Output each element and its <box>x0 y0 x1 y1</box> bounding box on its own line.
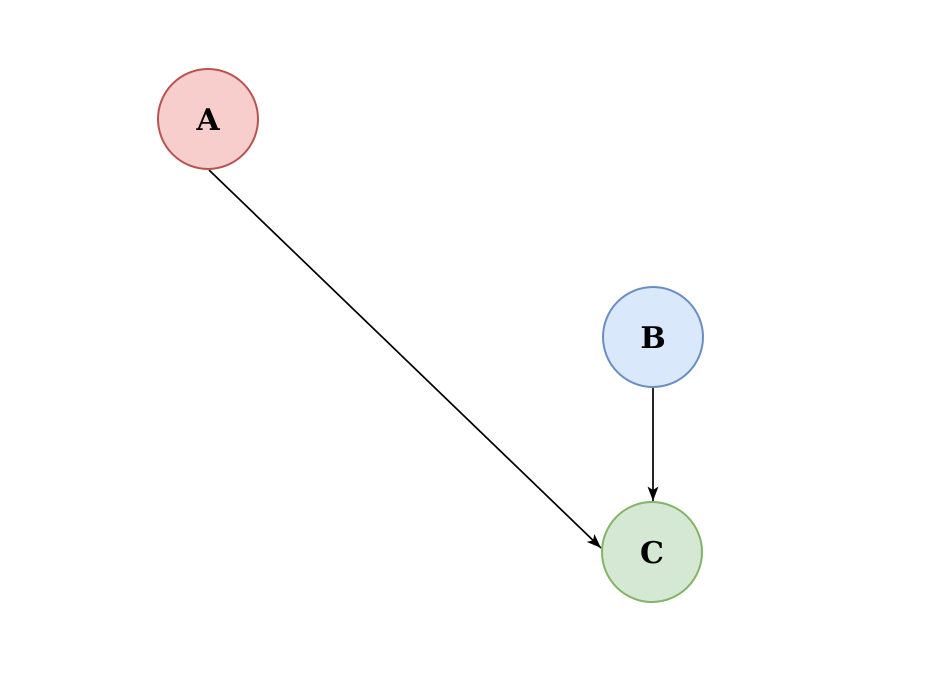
node-C[interactable]: C <box>601 501 703 603</box>
node-C-label: C <box>640 536 664 571</box>
node-B-circle[interactable] <box>602 286 704 388</box>
node-C-circle[interactable] <box>601 501 703 603</box>
node-B[interactable]: B <box>602 286 704 388</box>
edge-A-to-C[interactable] <box>208 169 602 549</box>
node-A-circle[interactable] <box>157 68 259 170</box>
node-A[interactable]: A <box>157 68 259 170</box>
node-B-label: B <box>640 321 665 356</box>
node-A-label: A <box>195 103 220 138</box>
